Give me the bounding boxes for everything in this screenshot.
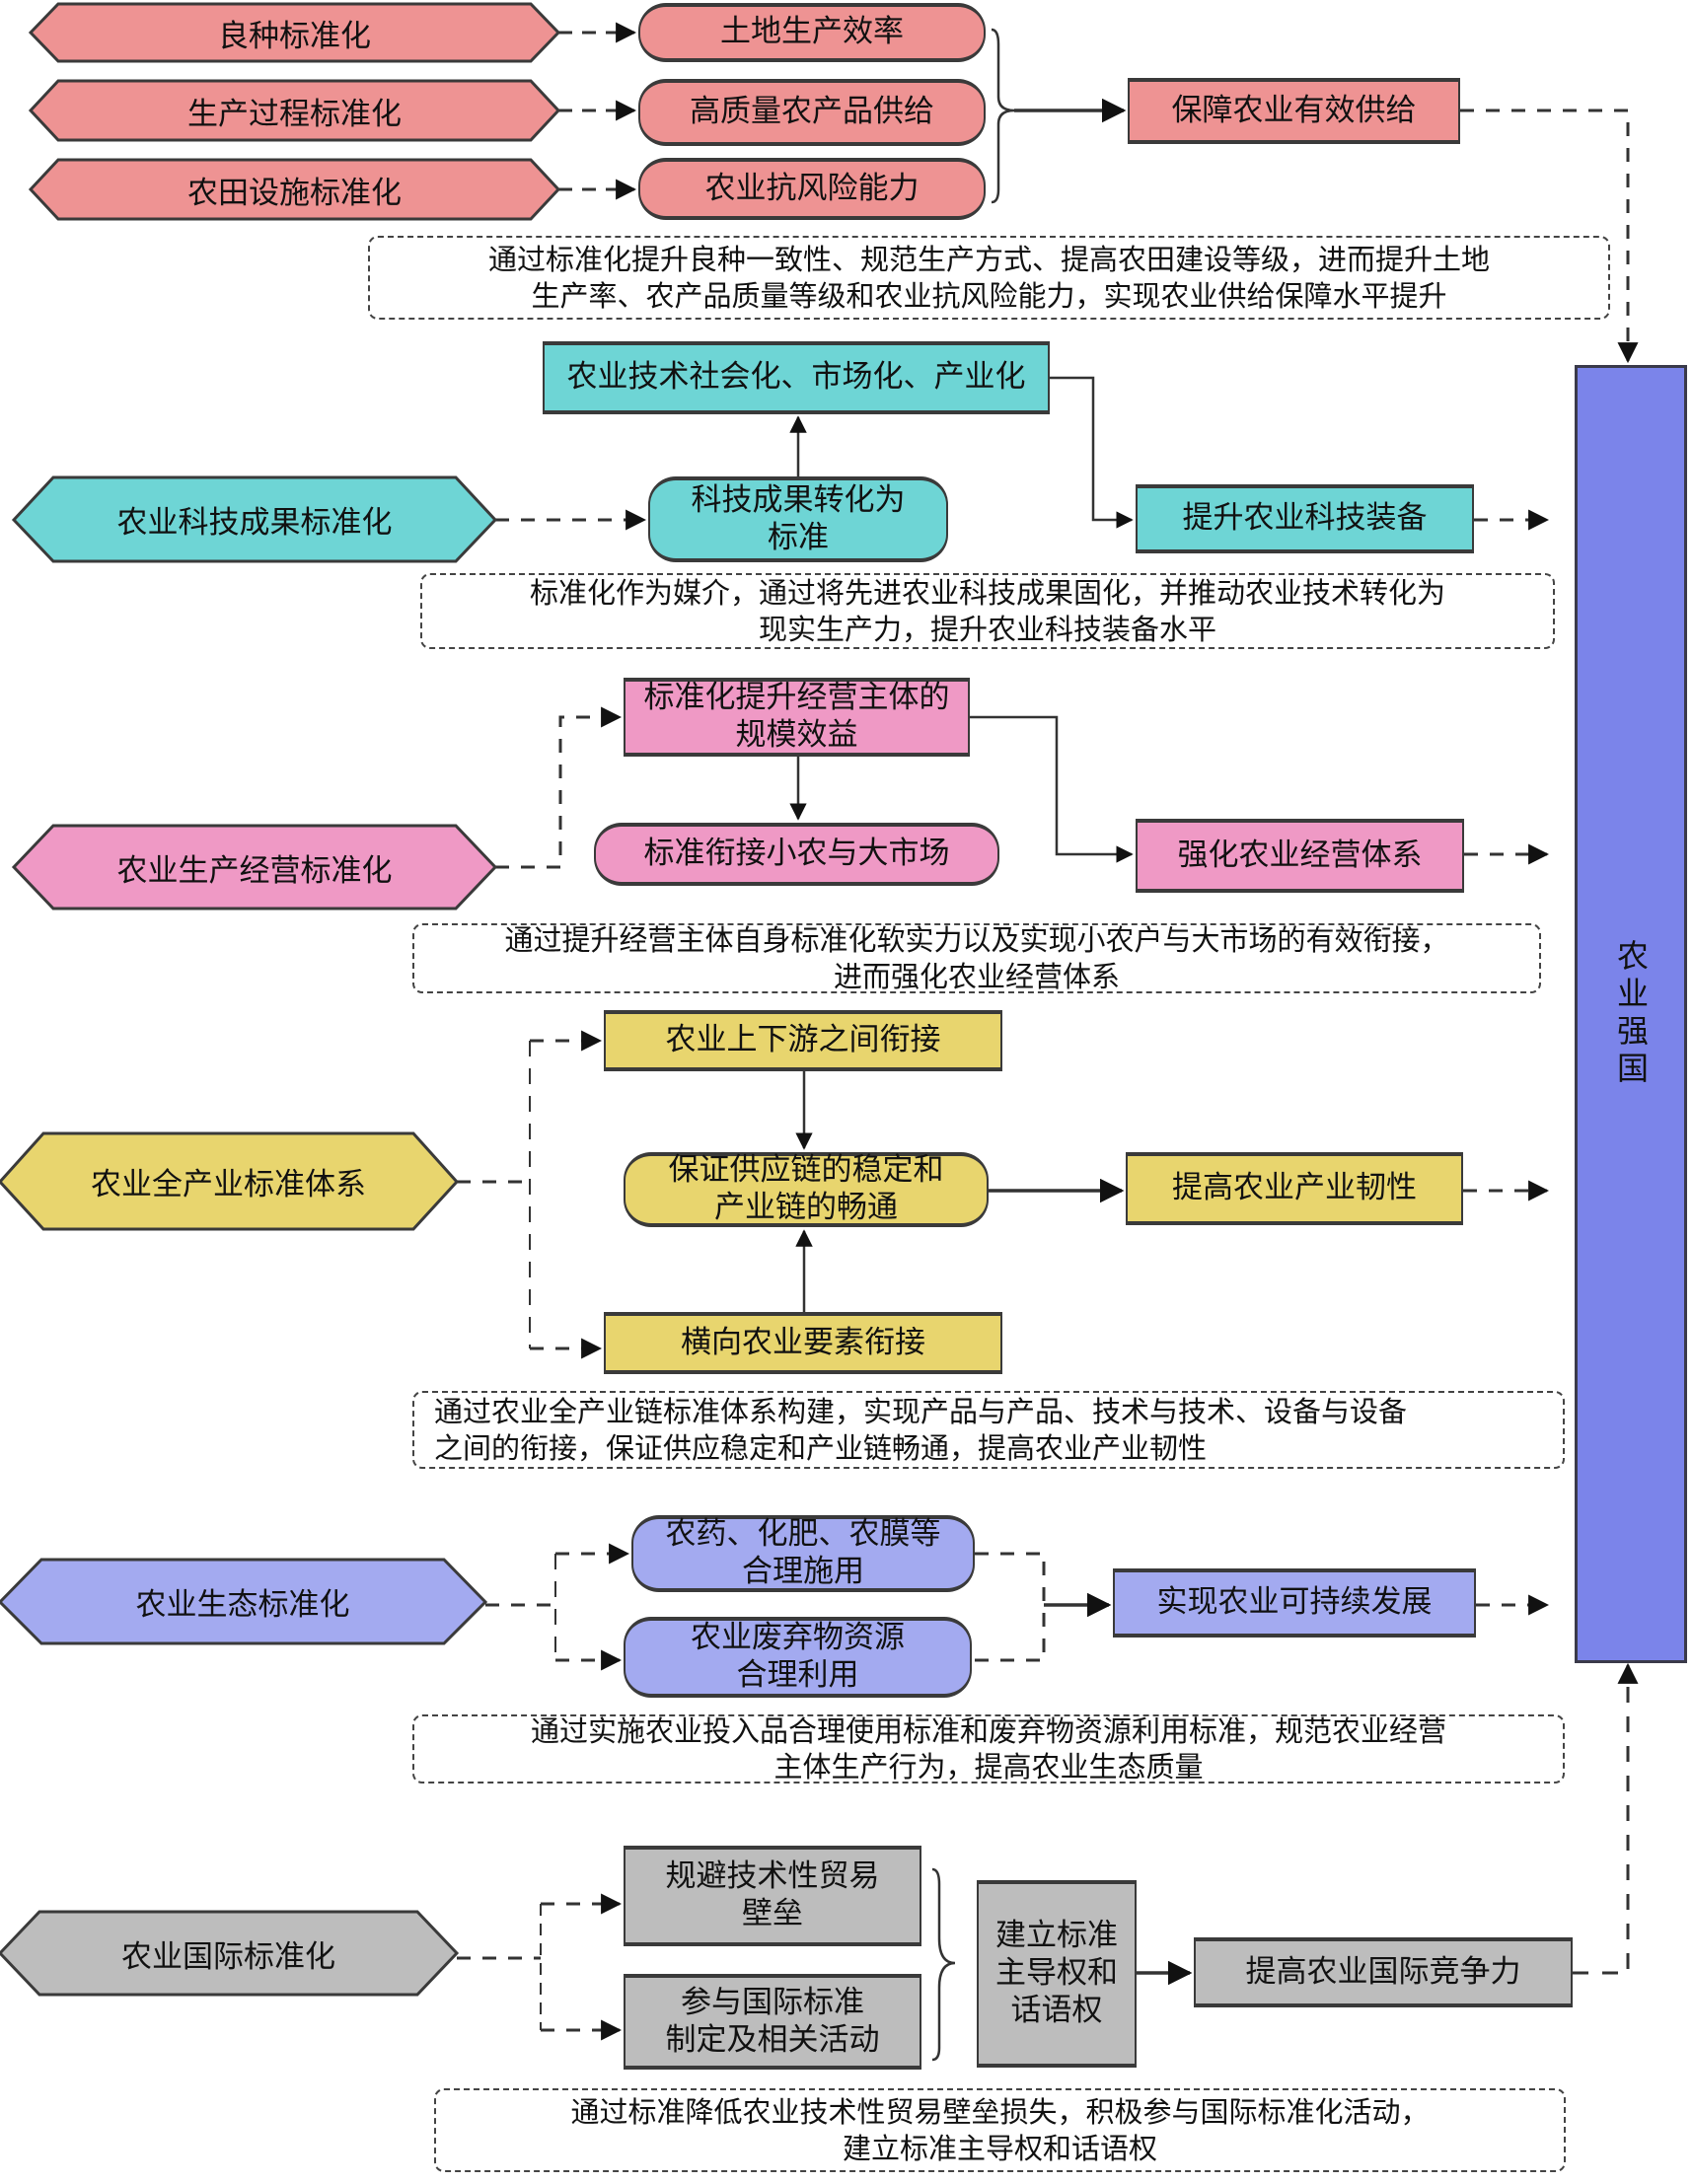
note-line: 通过农业全产业链标准体系构建，实现产品与产品、技术与技术、设备与设备 [434,1395,1408,1429]
note-ecology: 通过实施农业投入品合理使用标准和废弃物资源利用标准，规范农业经营主体生产行为，提… [412,1714,1565,1784]
node-label: 标准衔接小农与大市场 [643,836,950,872]
note-international: 通过标准降低农业技术性贸易壁垒损失，积极参与国际标准化活动，建立标准主导权和话语… [434,2088,1566,2172]
outcome-industry: 提高农业产业韧性 [1126,1152,1463,1225]
node-label: 农业抗风险能力 [704,170,920,206]
note-line: 通过实施农业投入品合理使用标准和废弃物资源利用标准，规范农业经营 [530,1713,1446,1748]
note-line: 建立标准主导权和话语权 [842,2131,1157,2165]
industry-chain: 保证供应链的稳定和产业链的畅通 [624,1152,989,1227]
node-label: 参与国际标准 [681,1984,864,2020]
effect-land-efficiency: 土地生产效率 [638,3,986,62]
note-line: 通过标准化提升良种一致性、规范生产方式、提高农田建设等级，进而提升土地 [487,243,1490,277]
input-hex-international: 农业国际标准化 [0,1911,457,1996]
node-label: 规模效益 [735,717,858,753]
note-line: 之间的衔接，保证供应稳定和产业链畅通，提高农业产业韧性 [434,1430,1208,1465]
note-industry: 通过农业全产业链标准体系构建，实现产品与产品、技术与技术、设备与设备之间的衔接，… [412,1391,1565,1469]
node-label: 农药、化肥、农膜等 [665,1516,941,1553]
ecology-waste-use: 农业废弃物资源合理利用 [624,1617,972,1698]
industry-upstream: 农业上下游之间衔接 [604,1010,1002,1071]
input-label: 农田设施标准化 [187,175,402,211]
node-label: 建立标准 [995,1918,1118,1954]
arrow-compete-to-goal [1573,1662,1639,1975]
node-label: 提高农业产业韧性 [1172,1170,1417,1206]
input-label: 农业生产经营标准化 [116,852,393,889]
goal-column: 农业强国 [1575,365,1687,1663]
outcome-supply: 保障农业有效供给 [1128,78,1460,144]
arrow-top-to-equipment [1050,376,1134,529]
note-line: 现实生产力，提升农业科技装备水平 [758,612,1216,646]
outcome-ecology: 实现农业可持续发展 [1113,1568,1476,1638]
industry-horizontal: 横向农业要素衔接 [604,1312,1002,1374]
note-line: 通过标准降低农业技术性贸易壁垒损失，积极参与国际标准化活动， [570,2095,1430,2130]
brace-intl [931,1867,956,2062]
ecology-inputs-use: 农药、化肥、农膜等合理施用 [631,1515,975,1592]
node-label: 实现农业可持续发展 [1156,1584,1433,1621]
note-tech: 标准化作为媒介，通过将先进农业科技成果固化，并推动农业技术转化为现实生产力，提升… [420,573,1555,649]
intl-leadership: 建立标准主导权和话语权 [977,1880,1137,2068]
brace-supply [991,28,1015,204]
input-label: 农业生态标准化 [135,1587,350,1623]
node-label: 产业链的畅通 [714,1190,898,1225]
operation-scale: 标准化提升经营主体的规模效益 [624,678,970,757]
input-hex-facility: 农田设施标准化 [31,159,558,220]
outcome-international: 提高农业国际竞争力 [1194,1937,1573,2007]
node-label: 农业上下游之间衔接 [665,1022,941,1058]
node-label: 科技成果转化为 [691,481,906,518]
effect-risk-resistance: 农业抗风险能力 [638,158,986,220]
note-line: 进而强化农业经营体系 [833,959,1120,993]
node-label: 标准化提升经营主体的 [643,680,950,716]
input-label: 良种标准化 [218,18,371,54]
note-line: 主体生产行为，提高农业生态质量 [773,1750,1204,1784]
input-hex-seed: 良种标准化 [31,3,558,62]
input-label: 农业科技成果标准化 [116,505,393,541]
outcome-tech: 提升农业科技装备 [1136,484,1474,553]
input-label: 农业全产业标准体系 [91,1167,366,1202]
node-label: 高质量农产品供给 [690,94,934,130]
outcome-operation: 强化农业经营体系 [1136,819,1464,893]
input-hex-ecology: 农业生态标准化 [0,1559,485,1644]
input-label: 农业国际标准化 [121,1938,335,1975]
note-line: 生产率、农产品质量等级和农业抗风险能力，实现农业供给保障水平提升 [531,278,1447,313]
effect-quality-supply: 高质量农产品供给 [638,79,986,146]
ecology-merge [972,1552,1046,1662]
node-label: 强化农业经营体系 [1177,837,1423,873]
node-label: 提升农业科技装备 [1182,500,1428,537]
input-hex-tech: 农业科技成果标准化 [14,476,495,562]
tech-transform: 科技成果转化为标准 [648,476,948,562]
node-label: 横向农业要素衔接 [681,1324,925,1360]
node-label: 壁垒 [742,1896,803,1931]
input-hex-process: 生产过程标准化 [31,80,558,141]
node-label: 保证供应链的稳定和 [668,1152,944,1189]
node-label: 保障农业有效供给 [1171,92,1417,128]
node-label: 土地生产效率 [720,14,904,50]
node-label: 合理施用 [742,1554,864,1589]
node-label: 标准 [768,519,829,555]
tech-socialization: 农业技术社会化、市场化、产业化 [543,341,1050,414]
intl-participate: 参与国际标准制定及相关活动 [624,1974,921,2070]
goal-label: 农业强国 [1612,939,1650,1089]
input-label: 生产过程标准化 [187,96,402,132]
operation-market-link: 标准衔接小农与大市场 [594,823,999,886]
node-label: 农业废弃物资源 [691,1620,905,1656]
input-hex-operation: 农业生产经营标准化 [14,825,495,910]
node-label: 提高农业国际竞争力 [1245,1953,1521,1990]
node-label: 规避技术性贸易 [665,1858,880,1895]
node-label: 主导权和 [995,1955,1118,1992]
node-label: 农业技术社会化、市场化、产业化 [566,359,1026,396]
node-label: 话语权 [1010,1992,1103,2028]
note-operation: 通过提升经营主体自身标准化软实力以及实现小农户与大市场的有效衔接，进而强化农业经… [412,923,1541,993]
note-line: 标准化作为媒介，通过将先进农业科技成果固化，并推动农业技术转化为 [529,576,1445,611]
node-label: 合理利用 [736,1657,859,1693]
node-label: 制定及相关活动 [665,2021,880,2058]
note-line: 通过提升经营主体自身标准化软实力以及实现小农户与大市场的有效衔接， [504,923,1449,958]
note-supply: 通过标准化提升良种一致性、规范生产方式、提高农田建设等级，进而提升土地生产率、农… [368,236,1610,320]
input-hex-industry: 农业全产业标准体系 [0,1132,457,1230]
intl-avoid-barriers: 规避技术性贸易壁垒 [624,1846,921,1946]
